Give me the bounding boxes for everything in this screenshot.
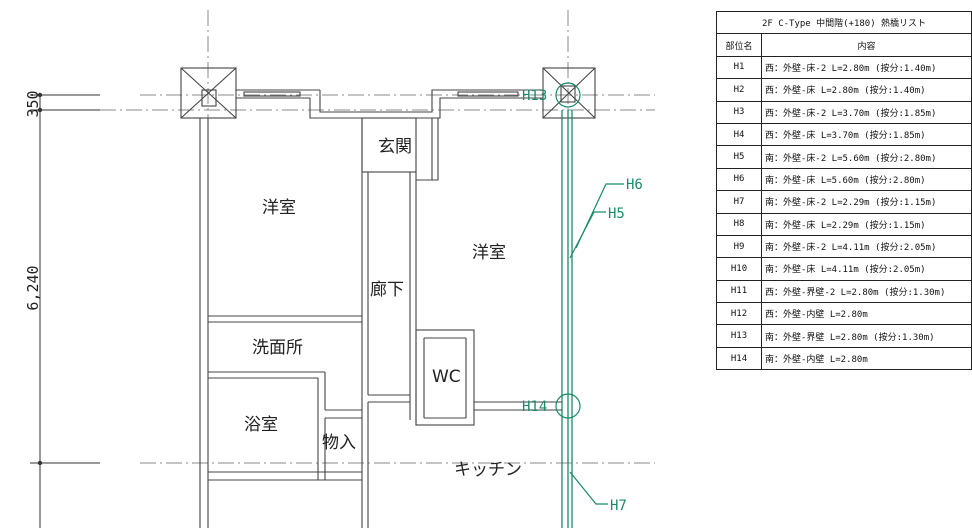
row-id: H14	[716, 346, 762, 371]
room-bathroom: 浴室	[244, 415, 278, 435]
list-title: 2F C-Type 中間階(+180) 熱橋リスト	[716, 10, 972, 35]
row-id: H5	[716, 145, 762, 169]
room-wc: WC	[432, 367, 461, 387]
row-content: 南：外壁-床 L=2.29m (按分:1.15m)	[761, 212, 972, 236]
room-kitchen: キッチン	[454, 460, 522, 480]
col-header-id: 部位名	[716, 33, 762, 57]
row-content: 西：外壁-床 L=2.80m (按分:1.40m)	[761, 78, 972, 102]
row-content: 南：外壁-床 L=5.60m (按分:2.80m)	[761, 167, 972, 192]
row-id: H7	[716, 190, 762, 214]
row-id: H6	[716, 167, 762, 192]
room-hallway: 廊下	[370, 280, 404, 300]
tag-h6: H6	[626, 177, 643, 193]
row-id: H3	[716, 100, 762, 124]
row-content: 南：外壁-床-2 L=4.11m (按分:2.05m)	[761, 234, 972, 259]
dimension-top: 350	[24, 90, 42, 117]
marker-h13	[555, 82, 581, 108]
row-content: 南：外壁-床 L=4.11m (按分:2.05m)	[761, 257, 972, 281]
row-content: 西：外壁-床-2 L=2.80m (按分:1.40m)	[761, 55, 972, 80]
row-content: 南：外壁-床-2 L=5.60m (按分:2.80m)	[761, 145, 972, 169]
row-id: H2	[716, 78, 762, 102]
row-id: H8	[716, 212, 762, 236]
room-entrance: 玄関	[378, 137, 412, 157]
row-content: 西：外壁-床 L=3.70m (按分:1.85m)	[761, 122, 972, 147]
row-content: 南：外壁-床-2 L=2.29m (按分:1.15m)	[761, 190, 972, 214]
row-id: H10	[716, 257, 762, 281]
row-id: H1	[716, 55, 762, 80]
row-content: 南：外壁-界壁 L=2.80m (按分:1.30m)	[761, 324, 972, 348]
row-id: H12	[716, 302, 762, 326]
dimension-main: 6,240	[24, 265, 42, 310]
tag-h7: H7	[610, 498, 627, 514]
row-content: 西：外壁-床-2 L=3.70m (按分:1.85m)	[761, 100, 972, 124]
tag-h14: H14	[522, 399, 547, 415]
walls	[180, 67, 596, 528]
row-id: H13	[716, 324, 762, 348]
row-id: H4	[716, 122, 762, 147]
col-header-content: 内容	[761, 33, 972, 57]
row-content: 西：外壁-内壁 L=2.80m	[761, 302, 972, 326]
tag-h5: H5	[608, 206, 625, 222]
room-western-left: 洋室	[262, 198, 296, 218]
room-storage: 物入	[322, 433, 356, 453]
room-western-right: 洋室	[472, 243, 506, 263]
row-content: 西：外壁-界壁-2 L=2.80m (按分:1.30m)	[761, 279, 972, 304]
tag-h13: H13	[522, 88, 547, 104]
marker-h14	[555, 393, 581, 419]
row-content: 南：外壁-内壁 L=2.80m	[761, 346, 972, 371]
room-washroom: 洗面所	[252, 338, 303, 358]
row-id: H9	[716, 234, 762, 259]
row-id: H11	[716, 279, 762, 304]
